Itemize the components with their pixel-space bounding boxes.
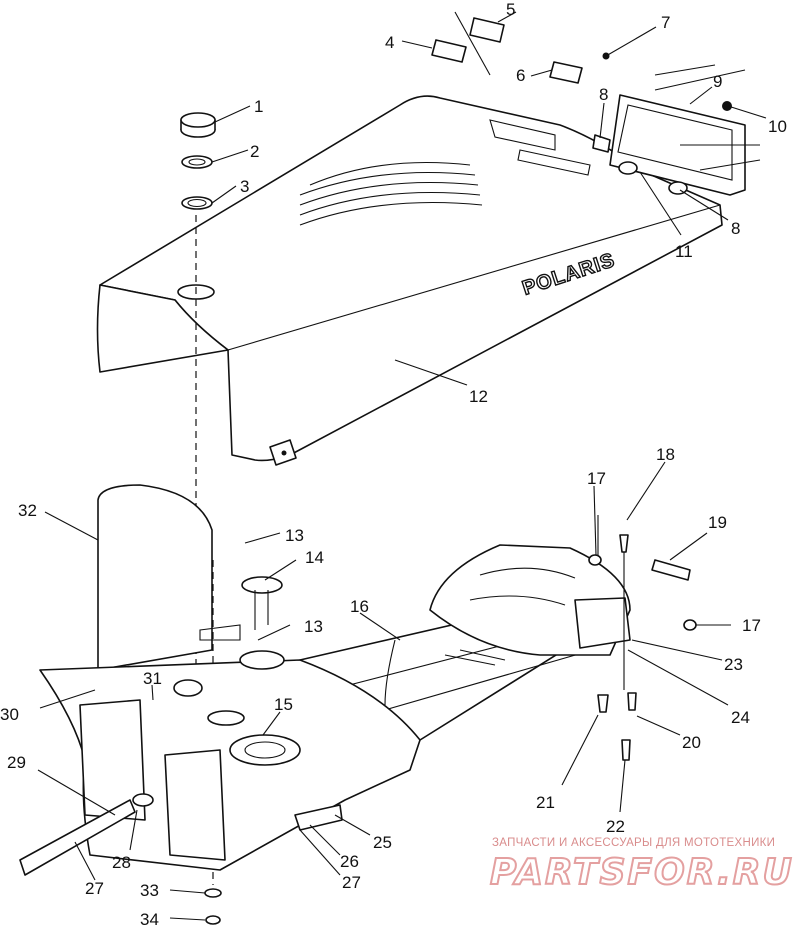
callout-15: 15 — [274, 695, 293, 714]
callout-23: 23 — [724, 655, 743, 674]
callout-12: 12 — [469, 387, 488, 406]
callout-29: 29 — [7, 753, 26, 772]
callout-5: 5 — [506, 0, 515, 19]
callout-27: 27 — [85, 879, 104, 898]
callout-24: 24 — [731, 708, 750, 727]
callout-11: 11 — [675, 242, 693, 261]
callout-27b: 27 — [342, 873, 361, 892]
callout-16: 16 — [350, 597, 369, 616]
callout-20: 20 — [682, 733, 701, 752]
watermark: ЗАПЧАСТИ И АКСЕССУАРЫ ДЛЯ МОТОТЕХНИКИ PA… — [489, 837, 794, 894]
callout-7: 7 — [661, 13, 670, 32]
callout-32: 32 — [18, 501, 37, 520]
callout-25: 25 — [373, 833, 392, 852]
callout-22: 22 — [606, 817, 625, 836]
callout-13: 13 — [285, 526, 304, 545]
callout-10: 10 — [768, 117, 787, 136]
fuel-cap-parts — [180, 112, 216, 210]
callout-28: 28 — [112, 853, 131, 872]
callout-31: 31 — [143, 669, 162, 688]
callout-8b: 8 — [731, 219, 740, 238]
callout-8: 8 — [599, 85, 608, 104]
callout-19: 19 — [708, 513, 727, 532]
callout-33: 33 — [140, 881, 159, 900]
fuel-tank-assembly — [19, 484, 697, 925]
callout-17b: 17 — [742, 616, 761, 635]
callout-9: 9 — [713, 72, 722, 91]
leader-lines — [37, 11, 767, 921]
callout-17: 17 — [587, 469, 606, 488]
callout-4: 4 — [385, 33, 394, 52]
badge-parts — [431, 11, 610, 84]
callout-18: 18 — [656, 445, 675, 464]
callout-26: 26 — [340, 852, 359, 871]
callout-34: 34 — [140, 910, 159, 929]
watermark-brand: PARTSFOR.RU — [490, 852, 794, 893]
taillight-parts — [592, 64, 761, 196]
callout-1: 1 — [254, 97, 263, 116]
watermark-tagline: ЗАПЧАСТИ И АКСЕССУАРЫ ДЛЯ МОТОТЕХНИКИ — [492, 837, 775, 849]
callout-6: 6 — [516, 66, 525, 85]
callout-3: 3 — [240, 177, 249, 196]
callout-2: 2 — [250, 142, 259, 161]
callout-21: 21 — [536, 793, 555, 812]
seat-assembly: POLARIS — [96, 95, 723, 466]
callout-14: 14 — [305, 548, 324, 567]
callout-13b: 13 — [304, 617, 323, 636]
callout-30: 30 — [0, 705, 19, 724]
